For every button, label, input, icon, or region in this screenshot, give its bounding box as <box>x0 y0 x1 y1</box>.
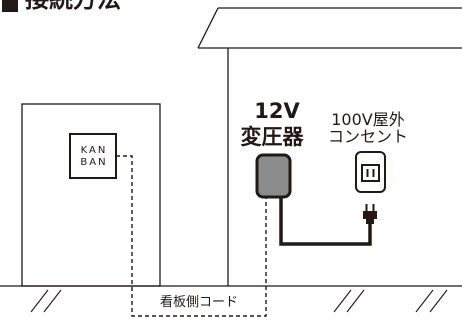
page-title: 接続方法 <box>25 0 121 11</box>
hatch-mark <box>429 289 448 313</box>
outlet-label: コンセント <box>327 127 408 146</box>
kanban-label-line2: BAN <box>80 157 108 168</box>
building <box>197 7 462 286</box>
ground-hatching <box>30 289 448 313</box>
roof-edge-line <box>197 7 219 49</box>
hatch-mark <box>415 289 434 313</box>
kanban-box <box>69 133 117 179</box>
sign-wall <box>21 103 161 287</box>
kanban-label-line1: KAN <box>80 145 108 156</box>
hatch-mark <box>333 289 352 313</box>
power-cable <box>279 197 372 246</box>
transformer-label: 変圧器 <box>240 125 304 149</box>
transformer-voltage-label: 12V <box>254 99 300 123</box>
sign-side-cord-label: 看板側コード <box>159 295 238 310</box>
plug-icon <box>363 204 377 224</box>
hatch-mark <box>30 289 49 313</box>
transformer-icon <box>255 153 292 199</box>
sign-side-cord <box>116 155 267 317</box>
outlet-voltage-label: 100V屋外 <box>331 110 405 129</box>
hatch-mark <box>346 289 365 313</box>
outlet-icon <box>355 151 386 193</box>
hatch-mark <box>43 289 62 313</box>
title-marker-icon <box>2 0 18 12</box>
